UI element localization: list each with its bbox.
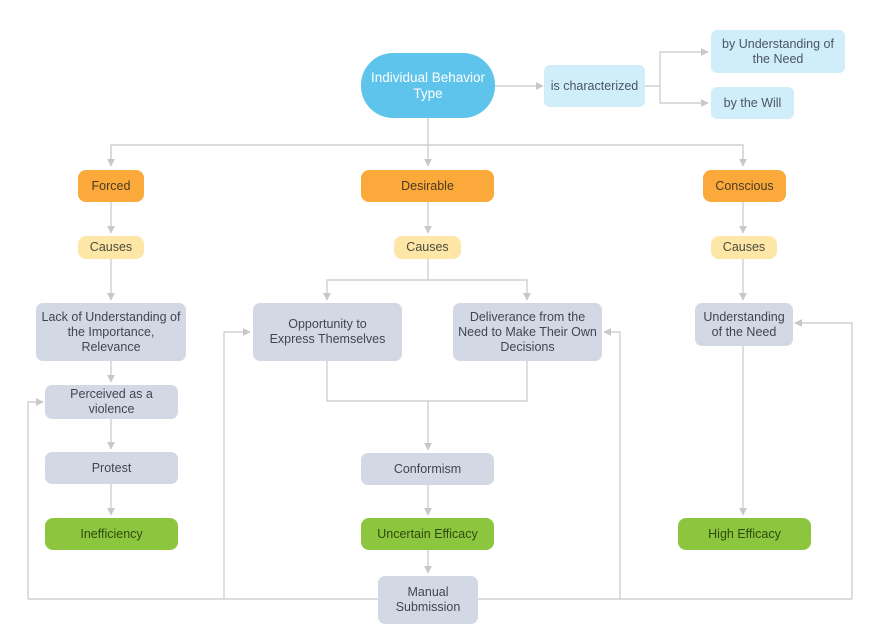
node-manual-submission: Manual Submission bbox=[378, 576, 478, 624]
link-causes-deliverance bbox=[428, 279, 531, 301]
node-causes-desirable: Causes bbox=[394, 236, 461, 259]
node-understanding-of-the-need: Understanding of the Need bbox=[695, 303, 793, 346]
node-causes-conscious: Causes bbox=[711, 236, 777, 259]
node-individual-behavior-type: Individual Behavior Type bbox=[361, 53, 495, 118]
node-uncertain-efficacy: Uncertain Efficacy bbox=[361, 518, 494, 550]
link-loop-opportunity bbox=[223, 328, 251, 599]
node-conformism: Conformism bbox=[361, 453, 494, 485]
node-is-characterized: is characterized bbox=[544, 65, 645, 107]
link-characterized-will bbox=[659, 86, 709, 107]
node-high-efficacy: High Efficacy bbox=[678, 518, 811, 550]
node-protest: Protest bbox=[45, 452, 178, 484]
link-loop-perceived bbox=[27, 398, 44, 599]
node-opportunity-to-express: Opportunity to Express Themselves bbox=[253, 303, 402, 361]
node-perceived-as-violence: Perceived as a violence bbox=[45, 385, 178, 419]
node-deliverance: Deliverance from the Need to Make Their … bbox=[453, 303, 602, 361]
node-by-the-will: by the Will bbox=[711, 87, 794, 119]
link-join-conformism bbox=[326, 361, 528, 402]
node-lack-of-understanding: Lack of Understanding of the Importance,… bbox=[36, 303, 186, 361]
node-causes-forced: Causes bbox=[78, 236, 144, 259]
link-causes-split bbox=[323, 259, 429, 301]
link-loop-deliverance bbox=[603, 328, 621, 599]
link-loop-understanding bbox=[794, 319, 853, 599]
link-characterized-understanding bbox=[645, 48, 709, 87]
node-conscious: Conscious bbox=[703, 170, 786, 202]
node-inefficiency: Inefficiency bbox=[45, 518, 178, 550]
node-by-understanding-of-the-need: by Understanding of the Need bbox=[711, 30, 845, 73]
link-bus-forced bbox=[110, 144, 744, 166]
node-desirable: Desirable bbox=[361, 170, 494, 202]
node-forced: Forced bbox=[78, 170, 144, 202]
